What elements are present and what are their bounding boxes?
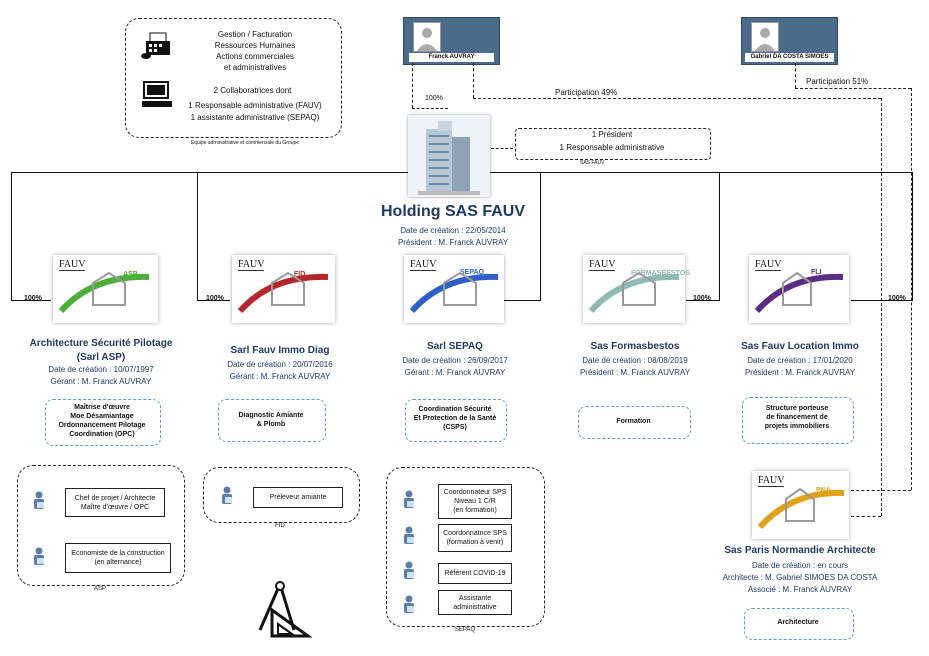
shareholder-card-gabriel: Gabriel DA COSTA SIMOES	[741, 17, 838, 65]
pct-formasbestos: 100%	[693, 295, 711, 302]
shareholder-name-franck: Franck AUVRAY	[409, 53, 494, 62]
sepaq-mission: Coordination Sécurité Et Protection de l…	[413, 406, 497, 431]
formasbestos-mission-box	[578, 406, 691, 439]
sas-fauv-caption: SAS FAUV	[580, 160, 605, 166]
sepaq-date: Date de création : 26/09/2017	[402, 356, 508, 365]
holding-president: Président : M. Franck AUVRAY	[397, 238, 509, 247]
pna-mission: Architecture	[777, 619, 819, 626]
admin-line-7: 1 assistante administrative (SEPAQ)	[190, 113, 320, 122]
holding-building-image	[408, 115, 490, 197]
logo-fli: FAUV FLI	[749, 255, 849, 323]
shareholder-name-gabriel: Gabriel DA COSTA SIMOES	[745, 53, 834, 62]
formasbestos-date: Date de création : 08/08/2019	[582, 356, 688, 365]
logo-sepaq: FAUV SEPAQ	[404, 255, 504, 323]
pna-associate: Associé : M. Franck AUVRAY	[747, 585, 853, 594]
drafting-tools-icon	[252, 580, 313, 643]
pct-asp: 100%	[24, 295, 42, 302]
fli-mission: Structure porteuse de financement de pro…	[764, 405, 830, 430]
admin-caption: Equipe administrative et commerciale du …	[190, 140, 300, 146]
sepaq-role: Gérant : M. Franck AUVRAY	[404, 368, 506, 377]
sepaq-role-2: Coordonnatrice SPS (formation à venir)	[438, 524, 512, 552]
admin-line-1: Gestion / Facturation	[217, 30, 293, 39]
fid-mission: Diagnostic Amiante & Plomb	[238, 412, 304, 428]
fid-role: Gérant : M. Franck AUVRAY	[229, 372, 331, 381]
fli-title: Sas Fauv Location Immo	[741, 341, 859, 352]
holding-date: Date de création : 22/05/2014	[400, 226, 506, 235]
person-icon	[402, 595, 416, 613]
fli-date: Date de création : 17/01/2020	[747, 356, 853, 365]
person-icon	[220, 486, 234, 504]
logo-pna: FAUV PNA	[752, 471, 849, 539]
pct-franck: 100%	[425, 95, 443, 102]
fid-date: Date de création : 20/07/2016	[227, 360, 333, 369]
logo-asp: FAUV ASP	[53, 255, 158, 323]
fid-team-caption: FID	[275, 523, 285, 529]
sepaq-mission-box	[405, 399, 507, 442]
sepaq-title: Sarl SEPAQ	[427, 341, 483, 352]
admin-line-4: et administratives	[223, 63, 287, 72]
monitor-icon	[140, 80, 174, 115]
sepaq-role-4: Assistante administrative	[438, 590, 512, 615]
holding-title: Holding SAS FAUV	[381, 203, 525, 220]
formasbestos-mission: Formation	[616, 418, 651, 425]
asp-mission-box	[45, 399, 161, 446]
person-icon	[32, 547, 46, 565]
avatar	[751, 22, 779, 52]
president-box-line-2: 1 Responsable administrative	[559, 143, 665, 152]
fli-mission-box	[742, 397, 854, 444]
asp-mission: Maîtrise d'œuvre Moe Désamiantage Ordonn…	[58, 404, 146, 438]
sepaq-role-3: Référent COVID-19	[438, 563, 512, 584]
computer-icon	[140, 30, 174, 69]
admin-line-6: 1 Responsable administrative (FAUV)	[188, 101, 322, 110]
fid-role-1: Préleveur amiante	[253, 487, 343, 508]
pna-title: Sas Paris Normandie Architecte	[724, 545, 876, 556]
formasbestos-role: Président : M. Franck AUVRAY	[579, 368, 691, 377]
fid-mission-box	[218, 399, 326, 442]
admin-team-box	[125, 18, 342, 138]
sepaq-role-1: Coordonnateur SPS Niveau 1 C/R (en forma…	[438, 484, 512, 519]
asp-title-1: Architecture Sécurité Pilotage	[29, 338, 173, 349]
pna-mission-box	[744, 608, 854, 640]
avatar	[413, 22, 441, 52]
asp-team-box	[17, 465, 185, 586]
sepaq-team-box	[386, 467, 545, 627]
person-icon	[402, 490, 416, 508]
pct-fli: 100%	[888, 295, 906, 302]
person-icon	[402, 526, 416, 544]
participation-51: Participation 51%	[806, 77, 869, 86]
fli-role: Président : M. Franck AUVRAY	[744, 368, 856, 377]
logo-formasbestos: FAUV FORMASBESTOS	[583, 255, 690, 323]
admin-line-2: Ressources Humaines	[214, 41, 296, 50]
asp-role-1: Chef de projet / Architecte Maître d'œuv…	[65, 488, 165, 517]
shareholder-card-franck: Franck AUVRAY	[403, 17, 500, 65]
admin-line-3: Actions commerciales	[216, 52, 294, 61]
asp-date: Date de création : 10/07/1997	[48, 365, 154, 374]
person-icon	[32, 491, 46, 509]
pct-fid: 100%	[206, 295, 224, 302]
logo-fid: FAUV FID	[232, 255, 335, 323]
sepaq-team-caption: SEPAQ	[454, 627, 476, 633]
asp-team-caption: ASP	[93, 586, 106, 592]
person-icon	[402, 561, 416, 579]
pna-architect: Architecte : M. Gabriel SIMOES DA COSTA	[722, 573, 878, 582]
formasbestos-title: Sas Formasbestos	[590, 341, 680, 352]
asp-title-2: (Sarl ASP)	[76, 352, 126, 363]
asp-role: Gérant : M. Franck AUVRAY	[50, 377, 152, 386]
admin-line-5: 2 Collaboratrices dont	[213, 86, 292, 95]
pna-date: Date de création : en cours	[751, 561, 849, 570]
participation-49: Participation 49%	[555, 88, 618, 97]
fid-team-box	[203, 467, 360, 523]
fid-title: Sarl Fauv Immo Diag	[230, 345, 330, 356]
president-box-line-1: 1 Président	[591, 130, 633, 139]
asp-role-2: Economiste de la construction (en altern…	[65, 543, 171, 573]
president-box	[515, 128, 711, 160]
